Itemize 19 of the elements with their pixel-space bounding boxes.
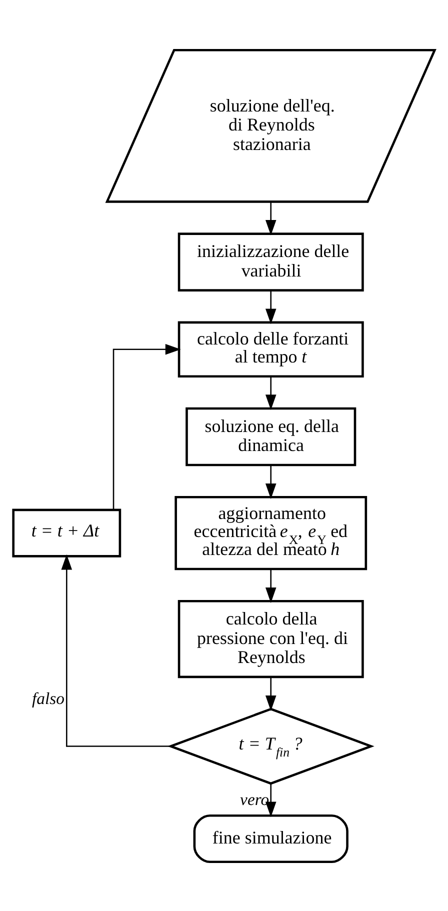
node-diamond: t = T$_{fin}$ ?: [167, 707, 374, 784]
arrow: [265, 464, 276, 498]
node-box: t = t + Δt: [12, 508, 122, 557]
node-box: soluzione eq. della dinamica: [186, 406, 356, 466]
edge-label: vero: [240, 790, 270, 809]
node-box: fine simulazione: [193, 814, 348, 863]
arrow: [265, 201, 276, 235]
arrow: [61, 554, 171, 746]
arrow: [265, 569, 276, 602]
node-box: calcolo della pressione con l'eq. di Reynolds: [178, 599, 364, 678]
arrow: [112, 344, 181, 510]
arrow: [265, 376, 276, 410]
node-box: inizializzazione delle variabili: [178, 232, 364, 291]
node-box: aggiornamento eccentricità e$_{X}$, e$_{Y}$ ed altezza del meato h: [174, 495, 368, 570]
arrow: [265, 783, 276, 817]
arrow: [265, 290, 276, 324]
edge-label: falso: [32, 688, 64, 708]
arrow: [265, 676, 276, 710]
node-box: calcolo delle forzanti al tempo t: [178, 320, 364, 378]
